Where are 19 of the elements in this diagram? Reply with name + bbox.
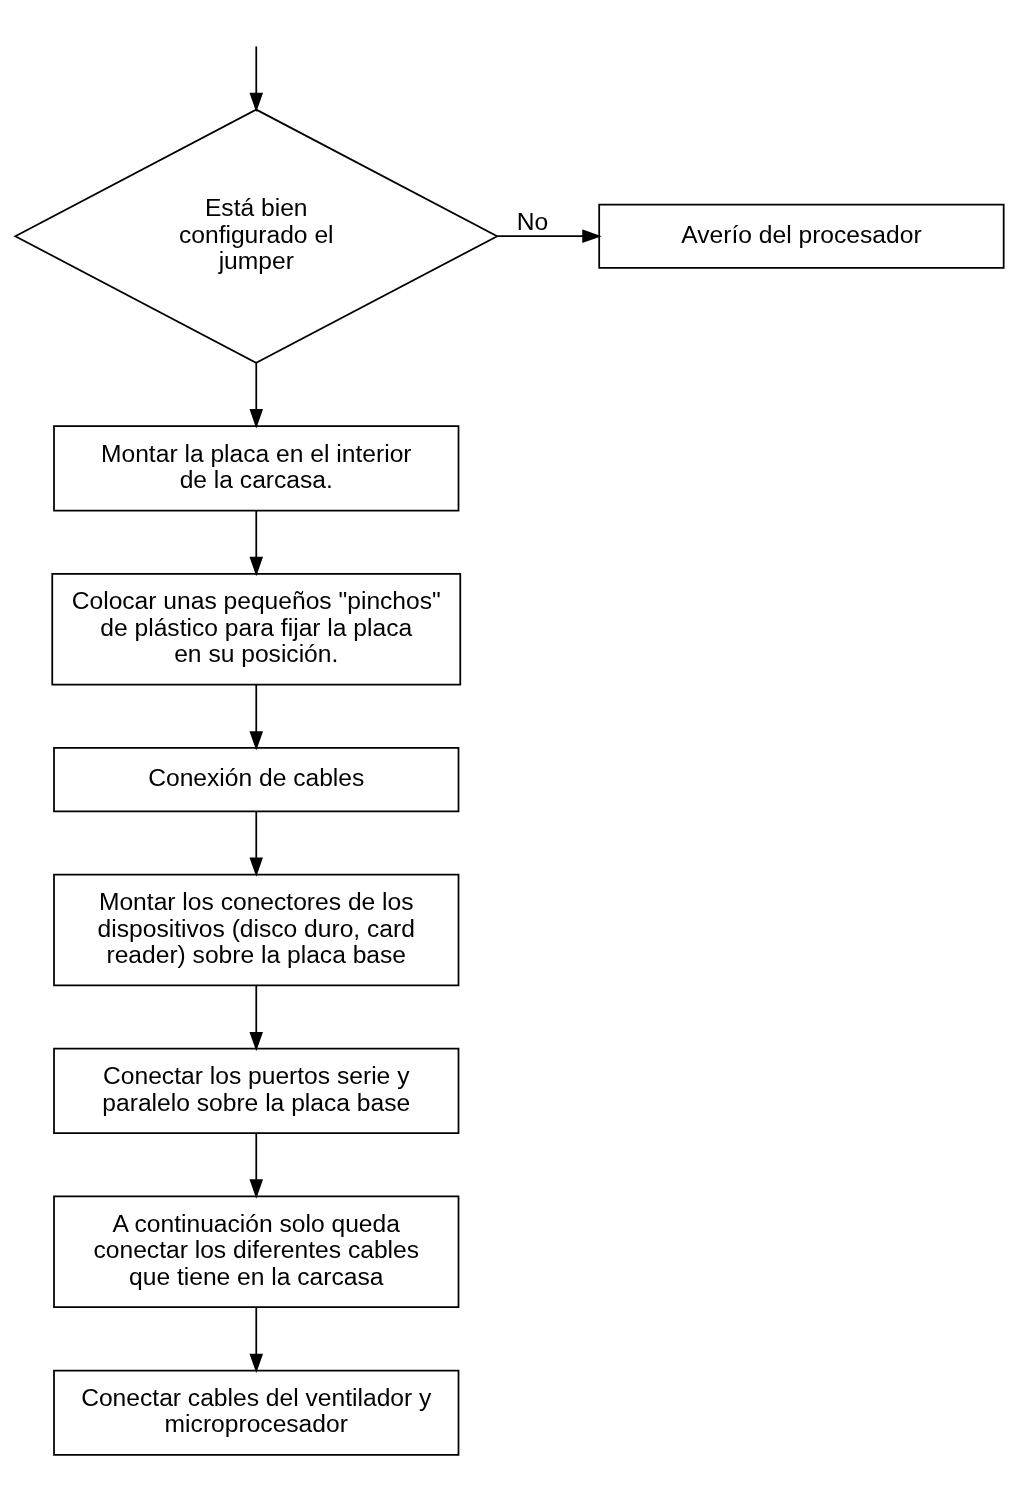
edge-label: No — [516, 207, 549, 235]
node-box: Montar los conectores de los dispositivos (disco duro, card reader) sobre la placa base — [53, 873, 460, 986]
node-box: A continuación solo queda conectar los diferentes cables que tiene en la carcasa — [53, 1195, 460, 1308]
node-box: Conexión de cables — [53, 746, 460, 812]
arrow — [249, 1305, 264, 1373]
arrow — [249, 361, 264, 428]
node-box: Averío del procesador — [598, 203, 1005, 269]
node-box: Montar la placa en el interior de la carcasa. — [53, 424, 460, 511]
node-diamond: Está bien configurado el jumper — [13, 108, 500, 364]
arrow — [249, 1131, 264, 1199]
arrow — [249, 683, 264, 751]
arrow — [249, 984, 264, 1051]
arrow — [249, 509, 264, 576]
arrow — [496, 228, 602, 243]
arrow — [249, 810, 264, 877]
arrow — [249, 45, 264, 112]
node-box: Colocar unas pequeños "pinchos" de plástico para fijar la placa en su posición. — [51, 572, 462, 686]
node-box: Conectar los puertos serie y paralelo sobre la placa base — [53, 1047, 460, 1134]
node-box: Conectar cables del ventilador y microprocesador — [53, 1369, 460, 1456]
